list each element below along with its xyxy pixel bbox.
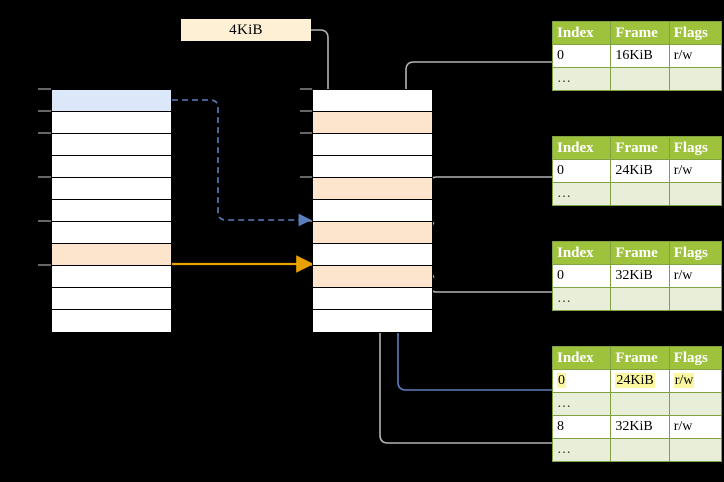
cell-flags	[668, 182, 723, 206]
cell-flags	[668, 392, 723, 416]
cell-frame: 16KiB	[610, 44, 670, 68]
cell-frame	[610, 287, 670, 311]
wire-pt2-to-frame	[423, 176, 552, 234]
physical-frame-row-1	[313, 112, 432, 134]
table-row[interactable]: …	[551, 67, 723, 91]
cell-frame: 24KiB	[610, 159, 670, 183]
physical-frame-row-4	[313, 178, 432, 200]
cell-frame	[610, 182, 670, 206]
cell-index: …	[551, 182, 612, 206]
virtual-page-row-3	[52, 156, 171, 178]
column-header-index: Index	[551, 241, 612, 265]
column-header-flags: Flags	[668, 241, 723, 265]
column-header-frame: Frame	[610, 241, 670, 265]
physical-frame-row-7	[313, 244, 432, 266]
physical-frame-row-10	[313, 310, 432, 332]
column-header-index: Index	[551, 136, 612, 160]
physical-memory-column	[312, 89, 433, 333]
cell-index: 0	[551, 159, 612, 183]
cell-frame: 32KiB	[610, 415, 670, 439]
physical-frame-row-0	[313, 90, 432, 112]
wire-pt3-to-frame	[423, 266, 552, 293]
column-header-index: Index	[551, 21, 612, 45]
virtual-page-row-8	[52, 266, 171, 288]
physical-frame-row-6	[313, 222, 432, 244]
middle-column-ticks	[300, 88, 312, 266]
table-row[interactable]: …	[551, 438, 723, 462]
virtual-page-row-4	[52, 178, 171, 200]
cell-index: 0	[551, 44, 612, 68]
column-header-flags: Flags	[668, 21, 723, 45]
virtual-page-row-6	[52, 222, 171, 244]
physical-frame-row-3	[313, 156, 432, 178]
column-header-flags: Flags	[668, 136, 723, 160]
cell-index: …	[551, 287, 612, 311]
virtual-page-row-0	[52, 90, 171, 112]
virtual-page-row-2	[52, 134, 171, 156]
cell-flags: r/w	[668, 44, 723, 68]
cell-frame	[610, 392, 670, 416]
virtual-page-row-9	[52, 288, 171, 310]
physical-frame-row-2	[313, 134, 432, 156]
cell-index: 0	[551, 369, 612, 393]
cell-flags: r/w	[668, 264, 723, 288]
highlighted-value: r/w	[673, 373, 695, 388]
column-header-frame: Frame	[610, 346, 670, 370]
highlighted-value: 0	[557, 373, 566, 388]
cell-flags: r/w	[668, 369, 723, 393]
cell-flags	[668, 438, 723, 462]
left-column-ticks	[38, 88, 51, 266]
table-row[interactable]: …	[551, 287, 723, 311]
highlighted-value: 24KiB	[615, 373, 655, 388]
physical-frame-row-8	[313, 266, 432, 288]
virtual-address-space-column	[51, 89, 172, 333]
cell-index: 0	[551, 264, 612, 288]
cell-index: …	[551, 438, 612, 462]
column-header-frame: Frame	[610, 136, 670, 160]
column-header-index: Index	[551, 346, 612, 370]
table-row[interactable]: 0 24KiB r/w	[551, 369, 723, 393]
physical-frame-row-9	[313, 288, 432, 310]
table-row[interactable]: …	[551, 392, 723, 416]
cell-index: …	[551, 67, 612, 91]
wire-virtual-to-physical-dashed	[172, 99, 312, 227]
cell-index: …	[551, 392, 612, 416]
cell-flags	[668, 287, 723, 311]
cell-flags	[668, 67, 723, 91]
virtual-page-row-5	[52, 200, 171, 222]
virtual-page-row-1	[52, 112, 171, 134]
cell-frame: 32KiB	[610, 264, 670, 288]
cell-frame: 24KiB	[610, 369, 670, 393]
column-header-flags: Flags	[668, 346, 723, 370]
virtual-page-row-7	[52, 244, 171, 266]
virtual-page-row-10	[52, 310, 171, 332]
cell-index: 8	[551, 415, 612, 439]
cell-frame	[610, 67, 670, 91]
table-row[interactable]: …	[551, 182, 723, 206]
column-header-frame: Frame	[610, 21, 670, 45]
cell-flags: r/w	[668, 415, 723, 439]
cell-flags: r/w	[668, 159, 723, 183]
size-label-4kib: 4KiB	[181, 19, 311, 41]
cell-frame	[610, 438, 670, 462]
physical-frame-row-5	[313, 200, 432, 222]
